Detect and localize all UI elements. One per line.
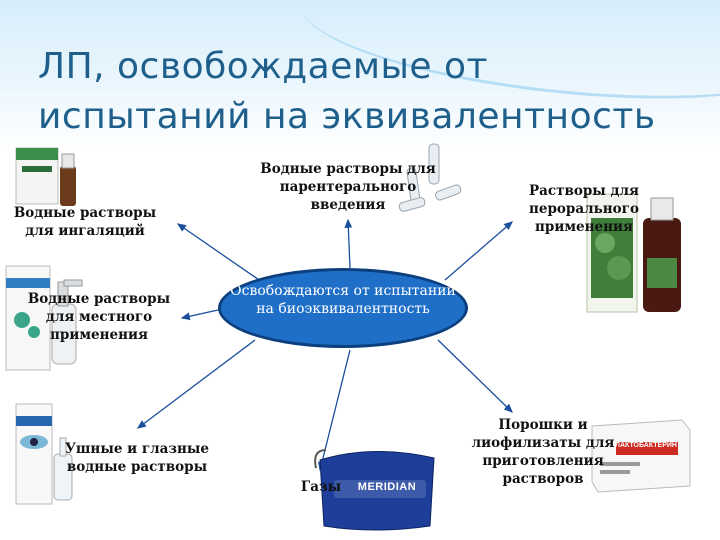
arrow-to-parenteral (344, 218, 353, 269)
arrow-to-local (180, 309, 219, 321)
header-background (0, 0, 720, 150)
label-powders: Порошки и лиофилизаты для приготовления … (471, 417, 615, 487)
label-oral: Растворы для перорального применения (528, 183, 640, 235)
powder-box-image (591, 419, 691, 493)
label-ear-eye: Ушные и глазные водные растворы (64, 441, 210, 475)
oral-solution-product-image (586, 193, 681, 313)
meridian-bag-label: MERIDIAN (357, 481, 417, 493)
slide-title: ЛП, освобождаемые от испытаний на эквива… (38, 46, 656, 137)
arrow-to-oral (444, 221, 513, 281)
label-local: Водные растворы для местного применения (27, 291, 171, 343)
local-product-image (5, 265, 83, 371)
arrow-to-ear-eye (136, 339, 256, 429)
label-parenteral: Водные растворы для парентерального введ… (260, 161, 436, 213)
label-gases: Газы (300, 479, 342, 495)
eye-drops-product-image (15, 403, 73, 505)
inhalation-product-image (15, 147, 76, 206)
center-node (218, 268, 468, 348)
label-inhalation: Водные растворы для ингаляций (13, 205, 157, 239)
arrow-to-powders (437, 339, 513, 413)
arrow-to-inhalation (176, 223, 263, 283)
oxygen-bag-image (314, 449, 435, 531)
center-node-label: Освобождаются от испытаний на биоэквивал… (230, 283, 456, 317)
ampoules-image (398, 143, 462, 212)
laktobakterin-box-label: ЛАКТОБАКТЕРИН (615, 442, 677, 449)
